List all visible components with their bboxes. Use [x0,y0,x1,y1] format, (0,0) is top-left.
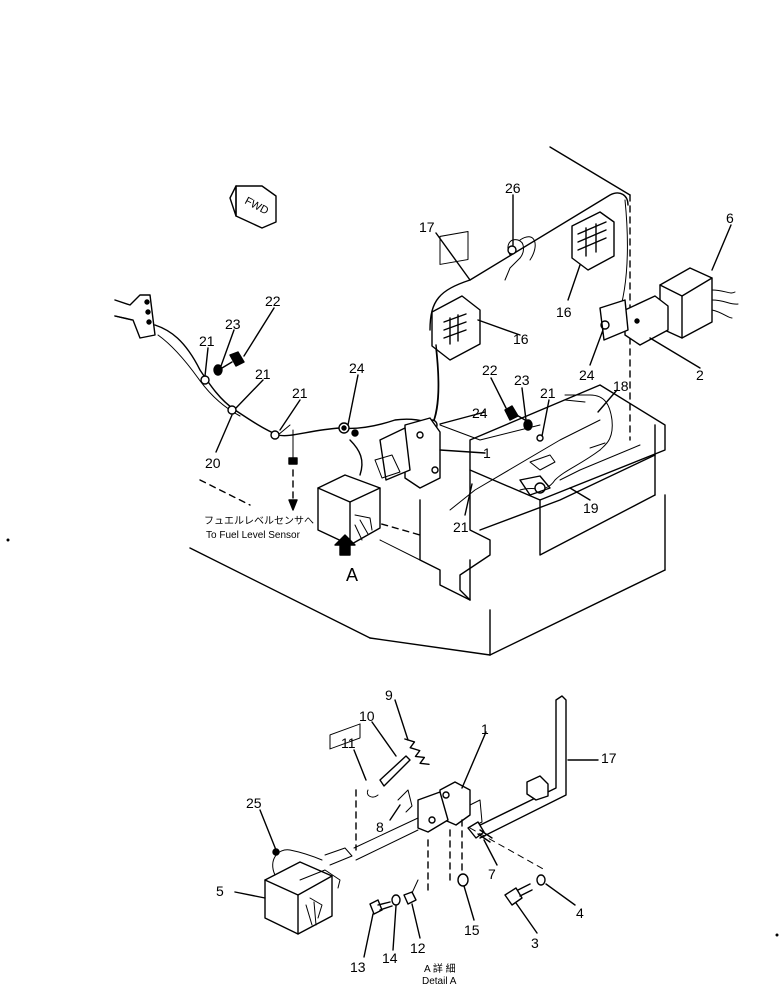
callout-1-lower: 1 [481,721,489,737]
gauge-16-right [571,211,615,271]
detail-a-assembly: 1 17 9 10 11 8 25 5 7 4 3 15 12 14 13 A … [216,687,617,986]
clip-19 [519,442,606,496]
callout-18: 18 [613,378,629,394]
callout-16-right: 16 [556,304,572,320]
rod-10 [379,755,411,787]
callout-17: 17 [419,219,435,235]
gauge-16-left [431,230,481,361]
callout-10: 10 [359,708,375,724]
rod-11 [361,769,379,798]
nut-12 [403,879,419,905]
view-marker-a: A [346,565,358,585]
speck [6,538,10,542]
nut-15 [457,873,469,887]
callout-7: 7 [488,866,496,882]
wiring-harness [154,236,613,511]
switch-box-5 [264,723,361,935]
leader-lines-upper [204,194,732,516]
callout-9: 9 [385,687,393,703]
callout-11: 11 [341,735,356,751]
spring-8 [397,789,413,813]
spring-9 [404,738,430,765]
callout-21-e: 21 [540,385,556,401]
support-dashes [355,789,463,891]
bolt-3 [504,883,533,906]
callout-2: 2 [696,367,704,383]
callout-17-lower: 17 [601,750,617,766]
callout-5: 5 [216,883,224,899]
callout-14: 14 [382,950,398,966]
note-line-1: フュエルレベルセンサへ [204,515,314,527]
view-arrow-a [334,534,356,556]
callout-21-d: 21 [453,519,469,535]
speck [775,933,779,937]
callout-21-b: 21 [255,366,271,382]
detail-caption-2: Detail A [422,976,457,986]
callout-20: 20 [205,455,221,471]
switch-box-upper [317,474,381,546]
fwd-arrow-sign: FWD [229,185,277,229]
callout-22-b: 22 [482,362,498,378]
washer-4 [469,827,546,886]
note-line-2: To Fuel Level Sensor [206,530,301,541]
detail-caption-1: A 詳 細 [424,962,456,975]
callout-13: 13 [350,959,366,975]
callout-21-a: 21 [199,333,215,349]
callout-21-c: 21 [292,385,308,401]
callout-25: 25 [246,795,262,811]
connector-block-left [114,294,156,339]
callout-6: 6 [726,210,734,226]
callouts-lower: 1 17 9 10 11 8 25 5 7 4 3 15 12 14 13 [216,687,617,975]
bracket-17-lower [469,695,567,839]
callout-19: 19 [583,500,599,516]
washer-23-right [523,419,533,431]
bolt-7 [467,821,493,843]
bolt-22-left [221,351,245,369]
upper-assembly: FWD [114,146,739,656]
callout-3: 3 [531,935,539,951]
washer-14 [391,894,401,906]
leader-lines-lower [234,699,599,958]
callout-23-b: 23 [514,372,530,388]
callout-24-c: 24 [472,405,488,421]
callout-12: 12 [410,940,426,956]
callout-16-left: 16 [513,331,529,347]
bolt-22-right [504,405,526,421]
component-2 [599,295,669,346]
bolt-13 [369,899,393,915]
callouts-upper: 6 2 16 16 26 17 18 19 1 24 24 24 22 23 2… [199,180,734,535]
callout-24-a: 24 [349,360,365,376]
callout-24-b: 24 [579,367,595,383]
callout-22-a: 22 [265,293,281,309]
callout-26: 26 [505,180,521,196]
washer-23-left [213,364,223,376]
callout-15: 15 [464,922,480,938]
callout-8: 8 [376,819,384,835]
callout-4: 4 [576,905,584,921]
callout-23-a: 23 [225,316,241,332]
callout-1-upper: 1 [483,445,491,461]
component-6 [659,267,739,339]
bracket-1-lower [353,781,483,861]
bracket-1-upper [374,417,441,489]
